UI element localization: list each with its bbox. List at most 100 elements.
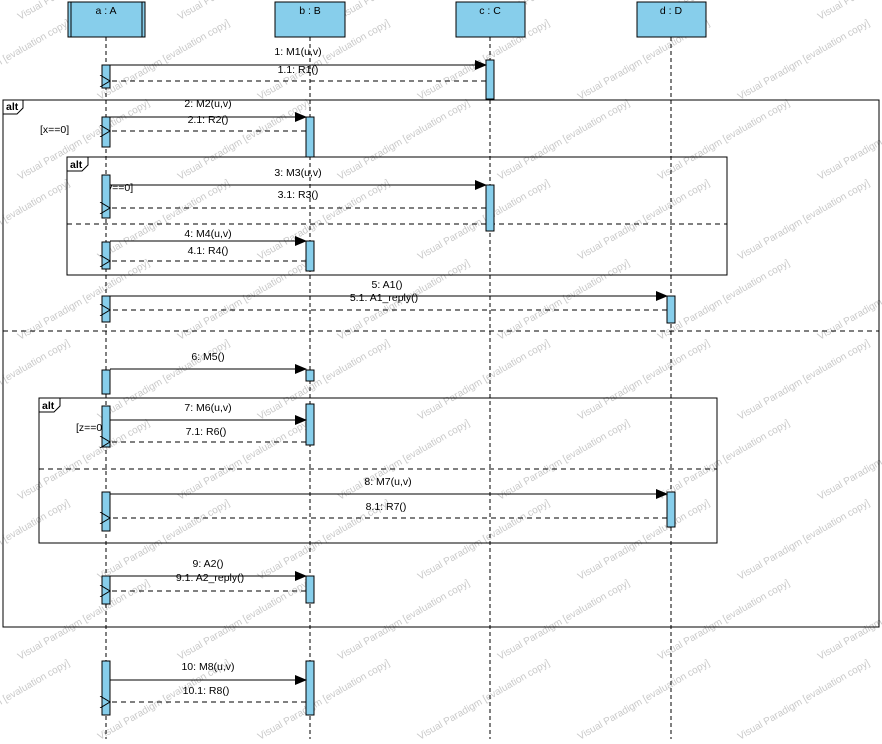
- message-label-m8: 8: M7(u,v): [364, 476, 411, 488]
- activation-bars: [101, 59, 676, 716]
- watermark-text: Visual Paradigm [evaluation copy]: [256, 338, 392, 423]
- watermark-text: Visual Paradigm [evaluation copy]: [576, 658, 712, 739]
- lifeline-label-a: a : A: [95, 5, 116, 17]
- watermark-text: Visual Paradigm [evaluation copy]: [416, 178, 552, 263]
- watermark-text: Visual Paradigm [evaluation copy]: [0, 178, 72, 263]
- message-label-r1: 1.1: R1(): [278, 64, 319, 76]
- activation-bar[interactable]: [101, 295, 111, 323]
- activation-bar[interactable]: [305, 240, 315, 272]
- lifeline-head-d[interactable]: d : D: [636, 1, 707, 38]
- watermark-text: Visual Paradigm [evaluation copy]: [0, 498, 72, 583]
- activation-bar[interactable]: [101, 491, 111, 532]
- watermark-text: Visual Paradigm [evaluation copy]: [176, 578, 312, 663]
- watermark-text: Visual Paradigm [evaluation copy]: [336, 578, 472, 663]
- message-label-r9: 9.1: A2_reply(): [176, 572, 244, 584]
- message-label-m6: 6: M5(): [191, 351, 224, 363]
- watermark-text: Visual Paradigm [evaluation copy]: [496, 98, 632, 183]
- activation-bar[interactable]: [305, 403, 315, 446]
- activation-bar[interactable]: [101, 64, 111, 89]
- message-label-m3: 3: M3(u,v): [274, 167, 321, 179]
- watermark-text: Visual Paradigm [evaluation copy]: [576, 178, 712, 263]
- watermark-text: Visual Paradigm [evaluation copy]: [336, 0, 472, 23]
- watermark-text: Visual Paradigm [evaluation copy]: [336, 418, 472, 503]
- lifeline-head-a[interactable]: a : A: [67, 1, 146, 38]
- watermark-text: Visual Paradigm [evaluation copy]: [736, 178, 872, 263]
- activation-bar[interactable]: [101, 241, 111, 270]
- activation-bar[interactable]: [101, 405, 111, 448]
- watermark-text: Visual Paradigm [evaluation copy]: [656, 98, 792, 183]
- activation-bar[interactable]: [101, 575, 111, 605]
- activation-bar[interactable]: [305, 116, 315, 158]
- activation-bar[interactable]: [666, 295, 676, 324]
- message-label-r7: 7.1: R6(): [186, 426, 227, 438]
- fragment-operator-alt-inner-top: alt: [70, 159, 83, 171]
- lifeline-label-b: b : B: [299, 5, 321, 17]
- message-label-r5: 5.1: A1_reply(): [350, 292, 418, 304]
- watermark-text: Visual Paradigm [evaluation copy]: [16, 578, 152, 663]
- watermark-text: Visual Paradigm [evaluation copy]: [576, 498, 712, 583]
- message-label-r8: 8.1: R7(): [366, 501, 407, 513]
- message-label-m10: 10: M8(u,v): [181, 661, 234, 673]
- watermark-text: Visual Paradigm [evaluation copy]: [816, 0, 882, 23]
- watermark-text: Visual Paradigm [evaluation copy]: [0, 658, 72, 739]
- watermark-text: Visual Paradigm [evaluation copy]: [816, 578, 882, 663]
- watermark-text: Visual Paradigm [evaluation copy]: [736, 498, 872, 583]
- lifeline-head-c[interactable]: c : C: [455, 1, 526, 38]
- watermark-text: Visual Paradigm [evaluation copy]: [576, 338, 712, 423]
- watermark-text: Visual Paradigm [evaluation copy]: [816, 258, 882, 343]
- watermark-text: Visual Paradigm [evaluation copy]: [16, 258, 152, 343]
- message-label-r2: 2.1: R2(): [188, 114, 229, 126]
- activation-bar[interactable]: [101, 660, 111, 716]
- watermark-text: Visual Paradigm [evaluation copy]: [736, 18, 872, 103]
- watermark-text: Visual Paradigm [evaluation copy]: [656, 258, 792, 343]
- lifeline-head-b[interactable]: b : B: [274, 1, 346, 38]
- message-label-m7: 7: M6(u,v): [184, 402, 231, 414]
- message-label-m1: 1: M1(u,v): [274, 46, 321, 58]
- activation-bar[interactable]: [666, 491, 676, 528]
- message-label-m9: 9: A2(): [193, 558, 224, 570]
- watermark-text: Visual Paradigm [evaluation copy]: [656, 418, 792, 503]
- message-label-r4: 4.1: R4(): [188, 245, 229, 257]
- watermark-text: Visual Paradigm [evaluation copy]: [496, 578, 632, 663]
- watermark-text: Visual Paradigm [evaluation copy]: [496, 258, 632, 343]
- fragment-alt-inner-top[interactable]: alt [y==0]: [66, 156, 728, 276]
- message-label-m2: 2: M2(u,v): [184, 98, 231, 110]
- watermark-text: Visual Paradigm [evaluation copy]: [496, 418, 632, 503]
- watermark-text: Visual Paradigm [evaluation copy]: [816, 418, 882, 503]
- watermark-text: Visual Paradigm [evaluation copy]: [16, 98, 152, 183]
- activation-bar[interactable]: [305, 369, 315, 382]
- watermark-text: Visual Paradigm [evaluation copy]: [0, 18, 72, 103]
- watermark-text: Visual Paradigm [evaluation copy]: [256, 658, 392, 739]
- watermark-text: Visual Paradigm [evaluation copy]: [256, 178, 392, 263]
- messages: 1: M1(u,v) 1.1: R1() 2: M2(u,v) 2.1: R2(…: [110, 46, 668, 702]
- watermark-text: Visual Paradigm [evaluation copy]: [416, 498, 552, 583]
- activation-bar[interactable]: [305, 660, 315, 716]
- watermark-text: Visual Paradigm [evaluation copy]: [0, 338, 72, 423]
- activation-bar[interactable]: [101, 174, 111, 219]
- activation-bar[interactable]: [485, 59, 495, 100]
- watermark-text: Visual Paradigm [evaluation copy]: [176, 258, 312, 343]
- guard-z: [z==0]: [76, 422, 105, 434]
- activation-bar[interactable]: [101, 369, 111, 395]
- message-label-m4: 4: M4(u,v): [184, 228, 231, 240]
- lifeline-label-c: c : C: [479, 5, 501, 17]
- watermark-text: Visual Paradigm [evaluation copy]: [736, 658, 872, 739]
- message-label-r10: 10.1: R8(): [183, 685, 230, 697]
- message-label-m5: 5: A1(): [372, 279, 403, 291]
- watermark-text: Visual Paradigm [evaluation copy]: [736, 338, 872, 423]
- activation-bar[interactable]: [485, 184, 495, 232]
- fragment-operator-alt-inner-bottom: alt: [42, 400, 55, 412]
- guard-x: [x==0]: [40, 124, 69, 136]
- fragment-alt-inner-bottom[interactable]: alt [z==0]: [38, 397, 718, 544]
- fragment-alt-outer[interactable]: alt [x==0]: [2, 99, 880, 628]
- activation-bar[interactable]: [305, 575, 315, 604]
- watermark-text: Visual Paradigm [evaluation copy]: [416, 338, 552, 423]
- lifeline-label-d: d : D: [660, 5, 683, 17]
- fragment-operator-alt-outer: alt: [6, 101, 19, 113]
- watermark-text: Visual Paradigm [evaluation copy]: [416, 658, 552, 739]
- watermark-text: Visual Paradigm [evaluation copy]: [656, 578, 792, 663]
- activation-bar[interactable]: [101, 116, 111, 148]
- watermark-text: Visual Paradigm [evaluation copy]: [816, 98, 882, 183]
